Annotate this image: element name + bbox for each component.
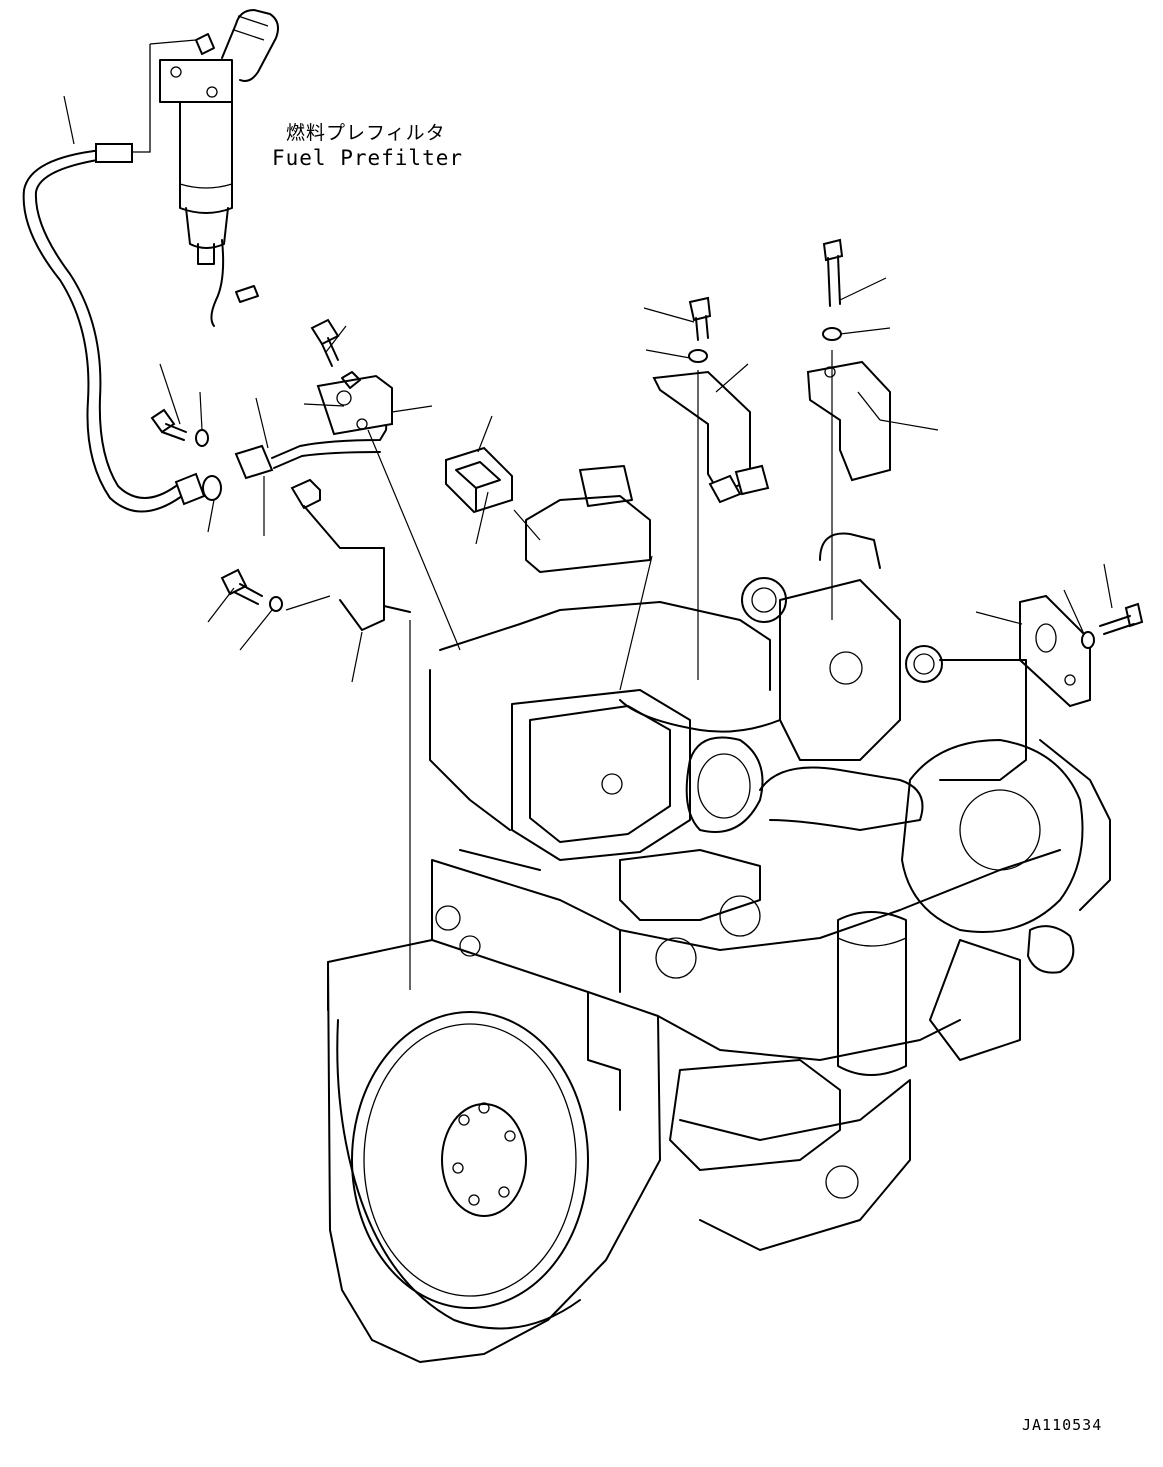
bracket-icon	[1019, 594, 1091, 708]
fuel-fitting-icon	[234, 399, 388, 480]
engine-assembly-icon	[327, 465, 1111, 1363]
prefilter-label-jp: 燃料プレフィルタ	[286, 122, 446, 144]
bolt-icon	[822, 238, 844, 307]
bolt-icon	[220, 568, 263, 605]
washer-icon	[269, 596, 283, 612]
bolt-icon	[1099, 602, 1144, 635]
bracket-icon	[652, 370, 770, 504]
clamp-icon	[316, 371, 393, 436]
bolt-icon	[688, 296, 712, 341]
bracket-icon	[806, 360, 891, 482]
bolt-icon	[150, 408, 187, 441]
fuel-hose-icon	[22, 143, 206, 513]
washer-icon	[195, 429, 209, 447]
washer-icon	[688, 349, 708, 363]
fuel-prefilter-icon	[120, 9, 279, 327]
connector-icon	[445, 446, 513, 514]
leader-lines	[63, 95, 1113, 990]
alternator-icon	[901, 739, 1111, 974]
drawing-id: JA110534	[1022, 1416, 1103, 1434]
bolt-icon	[310, 318, 340, 367]
oil-filter-icon	[837, 911, 907, 1076]
prefilter-label-en: Fuel Prefilter	[272, 146, 464, 170]
washer-icon	[822, 327, 842, 341]
bracket-icon	[290, 478, 411, 631]
washer-icon	[1081, 631, 1095, 649]
flywheel-icon	[351, 1011, 589, 1309]
o-ring-icon	[202, 475, 222, 501]
